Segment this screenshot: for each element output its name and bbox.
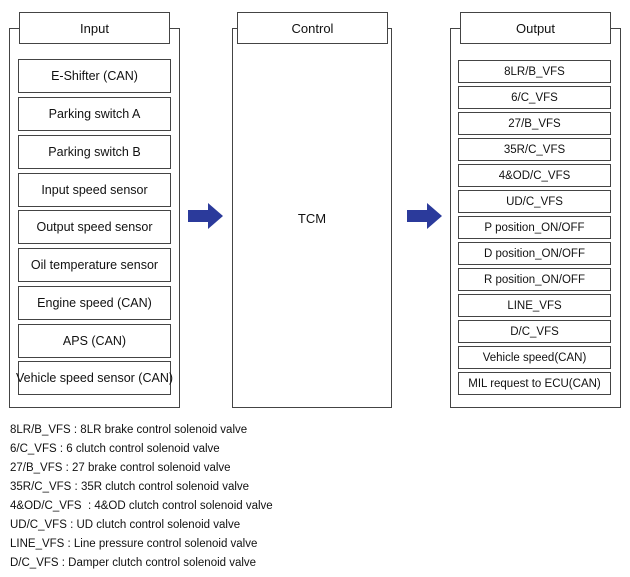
legend-line: 27/B_VFS : 27 brake control solenoid val… — [10, 462, 231, 474]
output-item: 8LR/B_VFS — [458, 60, 611, 83]
input-item: E-Shifter (CAN) — [18, 59, 171, 93]
legend-line: UD/C_VFS : UD clutch control solenoid va… — [10, 519, 241, 531]
abbreviation-legend: 8LR/B_VFS : 8LR brake control solenoid v… — [10, 421, 273, 573]
input-item: Vehicle speed sensor (CAN) — [16, 361, 173, 395]
input-item: Parking switch A — [18, 97, 171, 131]
input-header: Input — [19, 12, 170, 44]
output-item: P position_ON/OFF — [458, 216, 611, 239]
output-item: LINE_VFS — [458, 294, 611, 317]
input-item: Parking switch B — [18, 135, 171, 169]
right-arrow-icon — [407, 203, 442, 229]
output-item: Vehicle speed(CAN) — [458, 346, 611, 369]
tcm-label: TCM — [297, 211, 327, 226]
output-item: D position_ON/OFF — [458, 242, 611, 265]
legend-line: 4&OD/C_VFS : 4&OD clutch control solenoi… — [10, 500, 273, 512]
legend-line: 8LR/B_VFS : 8LR brake control solenoid v… — [10, 424, 248, 436]
input-item: APS (CAN) — [18, 324, 171, 358]
output-item: 27/B_VFS — [458, 112, 611, 135]
input-item: Input speed sensor — [18, 173, 171, 207]
input-item: Oil temperature sensor — [18, 248, 171, 282]
input-item: Engine speed (CAN) — [18, 286, 171, 320]
output-item: 4&OD/C_VFS — [458, 164, 611, 187]
output-item: R position_ON/OFF — [458, 268, 611, 291]
legend-line: 35R/C_VFS : 35R clutch control solenoid … — [10, 481, 250, 493]
output-item: D/C_VFS — [458, 320, 611, 343]
control-panel — [232, 28, 392, 408]
legend-line: 6/C_VFS : 6 clutch control solenoid valv… — [10, 443, 220, 455]
output-item: 6/C_VFS — [458, 86, 611, 109]
output-item: MIL request to ECU(CAN) — [458, 372, 611, 395]
control-header: Control — [237, 12, 388, 44]
right-arrow-icon — [188, 203, 223, 229]
input-item: Output speed sensor — [18, 210, 171, 244]
output-item: 35R/C_VFS — [458, 138, 611, 161]
output-header: Output — [460, 12, 611, 44]
output-item: UD/C_VFS — [458, 190, 611, 213]
legend-line: LINE_VFS : Line pressure control solenoi… — [10, 538, 258, 550]
legend-line: D/C_VFS : Damper clutch control solenoid… — [10, 557, 257, 569]
